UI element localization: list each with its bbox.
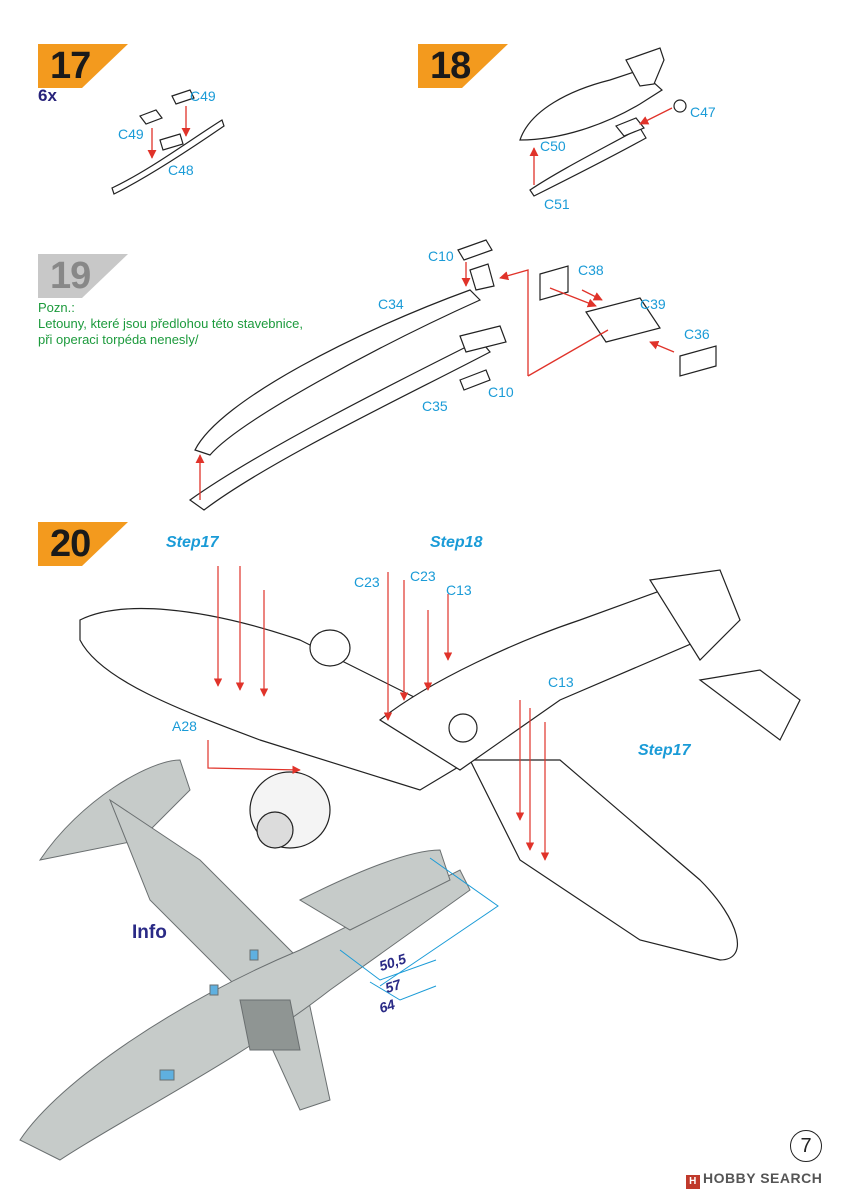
step17-badge: 17 bbox=[38, 44, 128, 88]
part-label-c49-left: C49 bbox=[118, 126, 144, 142]
part-label-c23-left: C23 bbox=[354, 574, 380, 590]
step18-number: 18 bbox=[430, 45, 471, 87]
step-ref-step18: Step18 bbox=[430, 534, 483, 551]
step-ref-step17-right: Step17 bbox=[638, 742, 691, 759]
step19-note-line-1: Pozn.: bbox=[38, 300, 75, 315]
part-label-c39: C39 bbox=[640, 296, 666, 312]
part-label-c10-top: C10 bbox=[428, 248, 454, 264]
step18-bomb-drawing bbox=[519, 47, 687, 197]
part-label-c47: C47 bbox=[690, 104, 716, 120]
part-label-c35: C35 bbox=[422, 398, 448, 414]
part-label-c34: C34 bbox=[378, 296, 404, 312]
part-label-c51: C51 bbox=[544, 196, 570, 212]
step19-note-line-2: Letouny, které jsou předlohou této stave… bbox=[38, 316, 303, 331]
part-label-c13-top: C13 bbox=[446, 582, 472, 598]
part-label-c38: C38 bbox=[578, 262, 604, 278]
info-planform-drawing bbox=[19, 759, 471, 1161]
part-label-c10-bottom: C10 bbox=[488, 384, 514, 400]
step18-badge: 18 bbox=[418, 44, 508, 88]
step20-number: 20 bbox=[50, 523, 91, 565]
page-number: 7 bbox=[790, 1130, 822, 1162]
part-label-c49-right: C49 bbox=[190, 88, 216, 104]
step19-number: 19 bbox=[50, 255, 91, 297]
step20-aircraft-drawing bbox=[79, 569, 801, 961]
step19-torpedo-drawing bbox=[188, 239, 717, 511]
part-label-c13-right: C13 bbox=[548, 674, 574, 690]
part-label-a28: A28 bbox=[172, 718, 197, 734]
part-label-c36: C36 bbox=[684, 326, 710, 342]
step17-arrows bbox=[147, 106, 191, 159]
step20-badge: 20 bbox=[38, 522, 128, 566]
step18-arrows bbox=[529, 107, 673, 185]
step19-arrows bbox=[195, 262, 675, 500]
part-label-c23-right: C23 bbox=[410, 568, 436, 584]
part-label-c50: C50 bbox=[540, 138, 566, 154]
step19-note-line-3: při operaci torpéda nenesly/ bbox=[38, 332, 199, 347]
step19-badge: 19 bbox=[38, 254, 128, 298]
step20-arrows bbox=[207, 566, 550, 861]
watermark-logo-icon: H bbox=[686, 1175, 700, 1189]
step17-pylon-drawing bbox=[111, 89, 225, 195]
info-dimension-lines bbox=[339, 857, 499, 1001]
part-label-c48: C48 bbox=[168, 162, 194, 178]
step17-quantity: 6x bbox=[38, 86, 57, 105]
step-ref-step17-left: Step17 bbox=[166, 534, 219, 551]
info-title: Info bbox=[132, 922, 167, 943]
watermark-text: HOBBY SEARCH bbox=[703, 1170, 823, 1186]
step17-number: 17 bbox=[50, 45, 91, 87]
